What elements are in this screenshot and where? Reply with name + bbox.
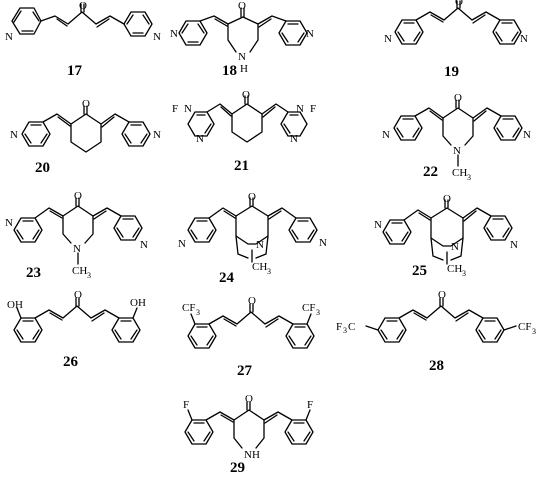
compound-28-label: 28 (429, 358, 444, 374)
compound-22-atom-5: CH (452, 167, 467, 179)
compound-22-atom-4: N (453, 145, 461, 157)
compound-29-atom-2: O (245, 393, 253, 405)
compound-25-label: 25 (412, 263, 427, 279)
compound-24-atom-5: CH (252, 261, 267, 273)
compound-18-atom-5: H (240, 63, 248, 75)
compound-20-label: 20 (35, 160, 50, 176)
compound-23-atom-6: 3 (87, 271, 91, 280)
compound-24-atom-6: 3 (267, 267, 271, 276)
compound-18-atom-2: O (238, 0, 246, 12)
compound-21-atom-7: F (310, 103, 316, 115)
compound-24-structure (187, 197, 318, 263)
compound-21-atom-3: N (196, 133, 204, 145)
compound-21-label: 21 (234, 158, 249, 174)
compound-27-atom-4: CF (302, 302, 315, 314)
compound-25-atom-6: 3 (462, 269, 466, 278)
compound-24-atom-1: N (178, 238, 186, 250)
compound-19-atom-2: O (455, 0, 463, 8)
compound-17-label: 17 (67, 63, 83, 79)
compound-21-atom-1: F (172, 103, 178, 115)
compound-23-label: 23 (26, 265, 41, 281)
compound-25-structure (382, 199, 513, 265)
compound-28-atom-3: C (348, 321, 355, 333)
compound-23-atom-4: N (73, 243, 81, 255)
compound-25-atom-3: N (510, 239, 518, 251)
compound-28-structure (365, 297, 517, 343)
compound-22-atom-3: N (523, 129, 531, 141)
compound-17-atom-3: N (153, 31, 161, 43)
compound-18-atom-3: N (306, 28, 314, 40)
compound-28-atom-5: CF (518, 321, 531, 333)
compound-21-atom-4: O (242, 89, 250, 101)
compound-22-label: 22 (423, 164, 438, 180)
compound-24-atom-2: O (248, 191, 256, 203)
compound-21-atom-2: N (184, 103, 192, 115)
compound-29-structure (184, 401, 314, 449)
compound-21-structure (187, 95, 308, 143)
compound-24-label: 24 (219, 270, 235, 286)
compound-23-atom-2: O (74, 190, 82, 202)
compound-29-atom-1: F (183, 399, 189, 411)
compound-27-label: 27 (237, 363, 253, 379)
compound-19-atom-3: N (520, 33, 528, 45)
compound-27-structure (187, 303, 315, 349)
compound-26-atom-2: O (74, 289, 82, 301)
compound-24-atom-4: N (256, 239, 264, 251)
compound-18-structure (178, 7, 308, 53)
compound-27-atom-1: CF (182, 302, 195, 314)
compound-20-atom-3: N (153, 129, 161, 141)
compound-19-structure (394, 0, 522, 45)
compound-20-atom-2: O (82, 98, 90, 110)
compound-23-atom-5: CH (72, 265, 87, 277)
compound-17-structure (11, 3, 153, 37)
compound-23-structure (13, 197, 143, 265)
compound-26-structure (13, 297, 141, 343)
compound-20-structure (21, 105, 151, 153)
compound-21-atom-5: N (296, 103, 304, 115)
compound-29-label: 29 (230, 460, 245, 476)
compound-26-atom-1: OH (7, 299, 23, 311)
compound-19-label: 19 (444, 64, 459, 80)
compound-17-atom-2: O (79, 0, 87, 12)
compound-18-label: 18 (222, 63, 237, 79)
compound-22-atom-2: O (454, 92, 462, 104)
compound-20-atom-1: N (10, 129, 18, 141)
compound-23-atom-3: N (140, 239, 148, 251)
compound-25-atom-2: O (443, 193, 451, 205)
compound-25-atom-5: CH (447, 263, 462, 275)
compound-26-label: 26 (63, 354, 79, 370)
compound-19-atom-1: N (384, 33, 392, 45)
compound-21-atom-6: N (290, 133, 298, 145)
compound-26-atom-3: OH (130, 297, 146, 309)
compound-25-atom-1: N (374, 219, 382, 231)
compound-27-atom-3: O (248, 295, 256, 307)
compound-17-atom-1: N (5, 31, 13, 43)
compound-27-atom-5: 3 (316, 308, 320, 317)
compound-18-atom-1: N (170, 28, 178, 40)
compound-28-atom-6: 3 (532, 327, 536, 336)
compound-29-atom-5: H (252, 449, 260, 461)
compound-22-atom-1: N (382, 129, 390, 141)
compound-28-atom-4: O (438, 289, 446, 301)
compound-28-atom-1: F (336, 321, 342, 333)
compound-25-atom-4: N (451, 241, 459, 253)
compound-22-structure (393, 99, 523, 167)
compound-24-atom-3: N (319, 237, 327, 249)
compound-27-atom-2: 3 (196, 308, 200, 317)
compound-18-atom-4: N (238, 51, 246, 63)
compound-29-atom-4: N (244, 449, 252, 461)
compound-28-atom-2: 3 (343, 326, 347, 335)
compound-22-atom-6: 3 (467, 173, 471, 182)
compound-23-atom-1: N (5, 217, 13, 229)
compound-29-atom-3: F (307, 399, 313, 411)
